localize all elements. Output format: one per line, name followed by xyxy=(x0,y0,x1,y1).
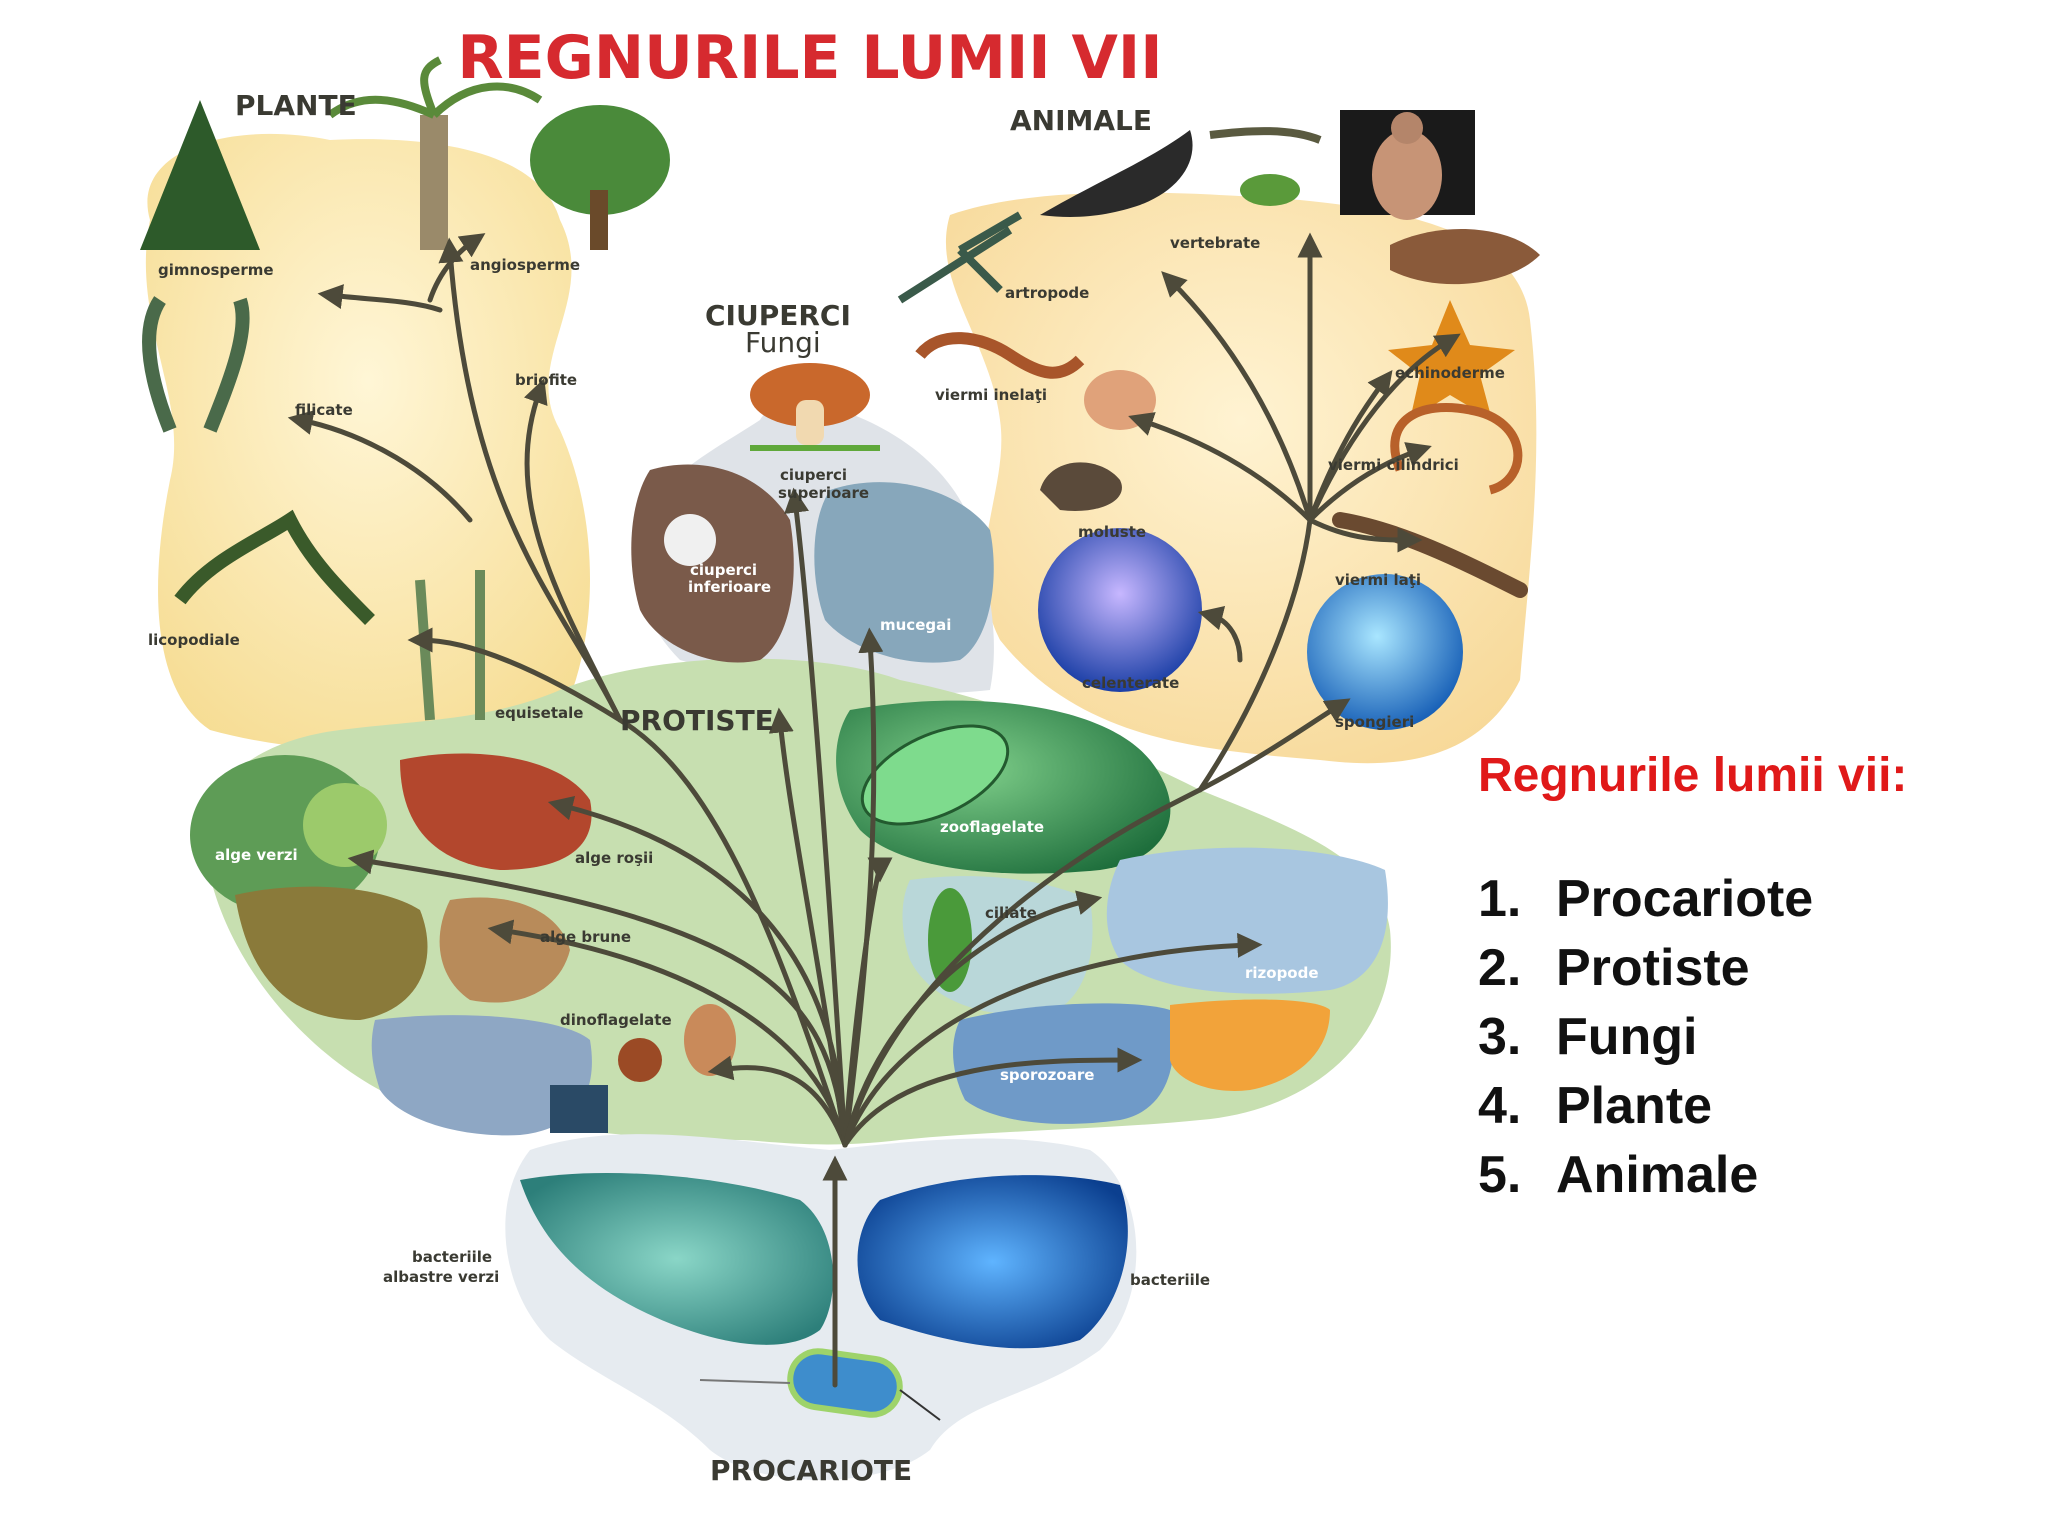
ciuperci-inferioare-image xyxy=(631,464,794,663)
dinoflagelate-inset-icon xyxy=(550,1085,608,1133)
label-alge-brune: alge brune xyxy=(540,928,631,946)
label-echinoderme: echinoderme xyxy=(1395,364,1505,382)
snail-icon xyxy=(1040,462,1122,511)
label-viermi-inelati: viermi inelaţi xyxy=(935,386,1047,404)
label-viermi-lati: viermi laţi xyxy=(1335,571,1421,589)
lizard-icon xyxy=(1209,127,1322,144)
label-ciuperci-inferioare-2: inferioare xyxy=(688,578,771,596)
legend-item: 3. Fungi xyxy=(1478,1003,2018,1072)
starfish-icon xyxy=(1388,300,1515,420)
cyanobacteria-blob xyxy=(520,1172,834,1345)
conifer-icon xyxy=(140,100,260,250)
palm-trunk-icon xyxy=(420,115,448,250)
legend-item-label: Procariote xyxy=(1556,870,1814,928)
broadleaf-tree-icon xyxy=(530,105,670,215)
spongieri-image xyxy=(1307,574,1463,730)
mushroom-icon xyxy=(750,363,880,451)
label-vertebrate: vertebrate xyxy=(1170,234,1260,252)
label-angiosperme: angiosperme xyxy=(470,256,580,274)
legend-item: 1. Procariote xyxy=(1478,865,2018,934)
kingdom-label-ciuperci: CIUPERCI xyxy=(705,299,851,332)
kingdom-label-protiste: PROTISTE xyxy=(620,704,774,737)
alge-brune-image-2 xyxy=(439,897,570,1003)
ciliate-cell-icon xyxy=(928,888,972,992)
legend-item-label: Fungi xyxy=(1556,1008,1698,1066)
label-cyanobacteria-2: albastre verzi xyxy=(383,1268,499,1286)
fish-icon xyxy=(1390,228,1540,285)
branches xyxy=(287,232,1461,1388)
sporozoare-image-2 xyxy=(1170,999,1330,1091)
legend-item: 2. Protiste xyxy=(1478,934,2018,1003)
legend-item: 4. Plante xyxy=(1478,1072,2018,1141)
dinoflagelate-image xyxy=(371,1015,592,1136)
label-ciliate: ciliate xyxy=(985,904,1037,922)
flatworm-icon xyxy=(1332,512,1528,598)
label-cyanobacteria-1: bacteriile xyxy=(412,1248,492,1266)
frog-icon xyxy=(1240,174,1300,206)
label-ciuperci-inferioare-1: ciuperci xyxy=(690,561,757,579)
rizopode-image xyxy=(1106,847,1388,994)
alge-brune-image xyxy=(235,886,428,1020)
legend-item-label: Protiste xyxy=(1556,939,1750,997)
label-briofite: briofite xyxy=(515,371,577,389)
label-bacteriile: bacteriile xyxy=(1130,1271,1210,1289)
mucegai-image xyxy=(814,482,994,663)
label-artropode: artropode xyxy=(1005,284,1089,302)
legend-item-number: 3. xyxy=(1478,1008,1522,1066)
label-moluste: moluste xyxy=(1078,523,1146,541)
legend-item-number: 1. xyxy=(1478,870,1522,928)
sporozoare-image xyxy=(953,1003,1174,1124)
palm-leaves-icon xyxy=(327,56,543,119)
label-ciuperci-superioare-2: superioare xyxy=(778,484,869,502)
label-gimnosperme: gimnosperme xyxy=(158,261,274,279)
celenterate-image xyxy=(1038,528,1202,692)
kingdom-label-animale: ANIMALE xyxy=(1010,104,1152,137)
legend-item-number: 2. xyxy=(1478,939,1522,997)
lycopod-icon xyxy=(174,509,375,625)
label-mucegai: mucegai xyxy=(880,616,951,634)
kingdom-label-procariote: PROCARIOTE xyxy=(710,1454,912,1487)
ciuperci-inferioare-spore-icon xyxy=(664,514,716,566)
label-ciuperci-superioare-1: ciuperci xyxy=(780,466,847,484)
legend-list: 1. Procariote 2. Protiste 3. Fungi 4. Plante 5. A… xyxy=(1478,865,2018,1210)
label-rizopode: rizopode xyxy=(1245,964,1319,982)
label-spongieri: spongieri xyxy=(1335,713,1414,731)
kingdom-label-plante: PLANTE xyxy=(235,89,357,122)
dinoflagelate-cell-icon-2 xyxy=(684,1004,736,1076)
legend-title: Regnurile lumii vii: xyxy=(1478,749,1908,802)
annelid-icon xyxy=(915,332,1085,379)
legend-item-number: 4. xyxy=(1478,1077,1522,1135)
nematode-icon xyxy=(1390,403,1523,495)
label-zooflagelate: zooflagelate xyxy=(940,818,1044,836)
label-licopodiale: licopodiale xyxy=(148,631,240,649)
fern-icon xyxy=(142,296,250,433)
label-viermi-cilindrici: viermi cilindrici xyxy=(1328,456,1459,474)
alge-verzi-cell-icon xyxy=(303,783,387,867)
legend-panel: Regnurile lumii vii: 1. Procariote 2. Proti… xyxy=(1478,748,2018,1210)
diagram-title: REGNURILE LUMII VII xyxy=(457,23,1162,93)
label-alge-verzi: alge verzi xyxy=(215,846,298,864)
label-dinoflagelate: dinoflagelate xyxy=(560,1011,672,1029)
prokaryote-cell-icon xyxy=(699,1348,941,1421)
label-sporozoare: sporozoare xyxy=(1000,1066,1094,1084)
label-celenterate: celenterate xyxy=(1082,674,1179,692)
legend-item-number: 5. xyxy=(1478,1146,1522,1204)
label-alge-rosii: alge roşii xyxy=(575,849,653,867)
zooflagelate-cell-icon xyxy=(860,724,1010,826)
legend-item: 5. Animale xyxy=(1478,1141,2018,1210)
dinoflagelate-cell-icon xyxy=(618,1038,662,1082)
label-equisetale: equisetale xyxy=(495,704,583,722)
alge-rosii-image xyxy=(400,753,592,870)
bacteria-blob xyxy=(857,1175,1128,1349)
legend-item-label: Animale xyxy=(1556,1146,1759,1204)
eagle-icon xyxy=(1040,130,1193,217)
legend-item-label: Plante xyxy=(1556,1077,1713,1135)
label-filicate: filicate xyxy=(295,401,353,419)
dragonfly-icon xyxy=(897,211,1023,304)
kingdom-label-fungi: Fungi xyxy=(745,326,821,359)
